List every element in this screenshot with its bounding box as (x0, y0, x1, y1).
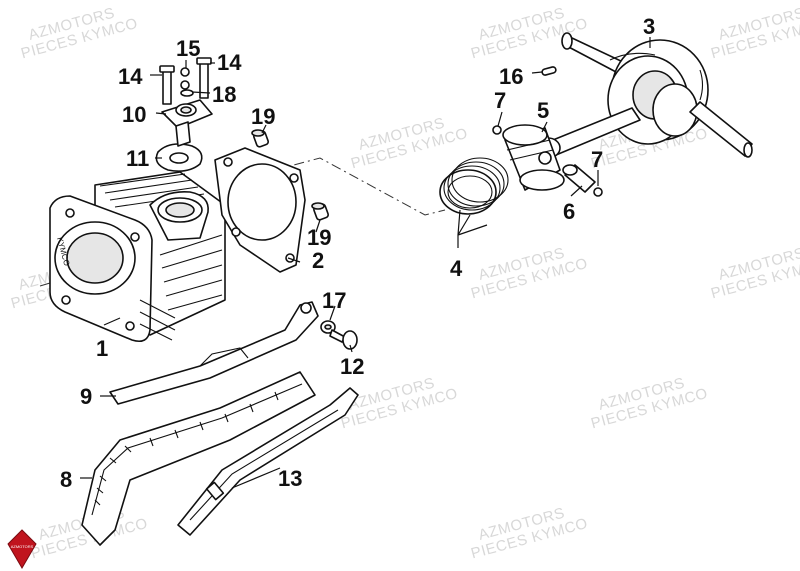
callout-7-left: 7 (494, 88, 506, 113)
callout-9: 9 (80, 384, 92, 409)
callout-19-bottom: 19 (307, 225, 331, 250)
watermark: AZMOTORS PIECES KYMCO (709, 4, 800, 62)
callout-14-left: 14 (118, 64, 143, 89)
callout-14-right: 14 (217, 50, 242, 75)
watermark: AZMOTORS PIECES KYMCO (19, 4, 140, 62)
callout-labels: 1 2 3 4 5 6 7 7 8 9 10 11 12 13 14 14 15… (60, 14, 655, 492)
callout-13: 13 (278, 466, 302, 491)
callout-11: 11 (126, 146, 149, 171)
tensioner-washers (180, 67, 194, 97)
chain-tensioner-slipper (109, 301, 319, 405)
callout-10: 10 (122, 102, 146, 127)
watermark: AZMOTORS PIECES KYMCO (469, 504, 590, 562)
tensioner-housing (161, 99, 213, 147)
tensioner-gasket (155, 143, 203, 172)
callout-2: 2 (312, 248, 324, 273)
callout-7-right: 7 (591, 147, 603, 172)
callout-5: 5 (537, 98, 549, 123)
callout-8: 8 (60, 467, 72, 492)
guide-bolt (329, 329, 358, 350)
callout-15: 15 (176, 36, 200, 61)
callout-17: 17 (322, 288, 346, 313)
logo-text: AZMOTORS (11, 544, 34, 549)
cylinder-gasket (214, 147, 306, 273)
watermark: AZMOTORS PIECES KYMCO (469, 244, 590, 302)
crankshaft-key (541, 66, 557, 76)
piston-rings (439, 157, 509, 215)
piston-pin (562, 164, 596, 193)
piston-pin-clips (492, 125, 603, 197)
azmotors-logo: AZMOTORS (7, 529, 37, 569)
dowel-pins (251, 129, 329, 221)
tensioner-bolts (159, 57, 212, 105)
piston (502, 124, 565, 191)
watermark: AZMOTORS PIECES KYMCO (589, 374, 710, 432)
callout-19-top: 19 (251, 104, 275, 129)
callout-3: 3 (643, 14, 655, 39)
watermark: AZMOTORS PIECES KYMCO (349, 114, 470, 172)
cam-chain (81, 371, 316, 546)
cylinder-block: KYMCO (49, 171, 226, 343)
callout-18: 18 (212, 82, 236, 107)
watermark: AZMOTORS PIECES KYMCO (709, 244, 800, 302)
callout-1: 1 (96, 336, 108, 361)
callout-12: 12 (340, 354, 364, 379)
watermark: AZMOTORS PIECES KYMCO (469, 4, 590, 62)
callout-16: 16 (499, 64, 523, 89)
cam-chain-guide (177, 387, 359, 536)
leader-lines (80, 37, 651, 489)
callout-4: 4 (450, 256, 463, 281)
callout-6: 6 (563, 199, 575, 224)
